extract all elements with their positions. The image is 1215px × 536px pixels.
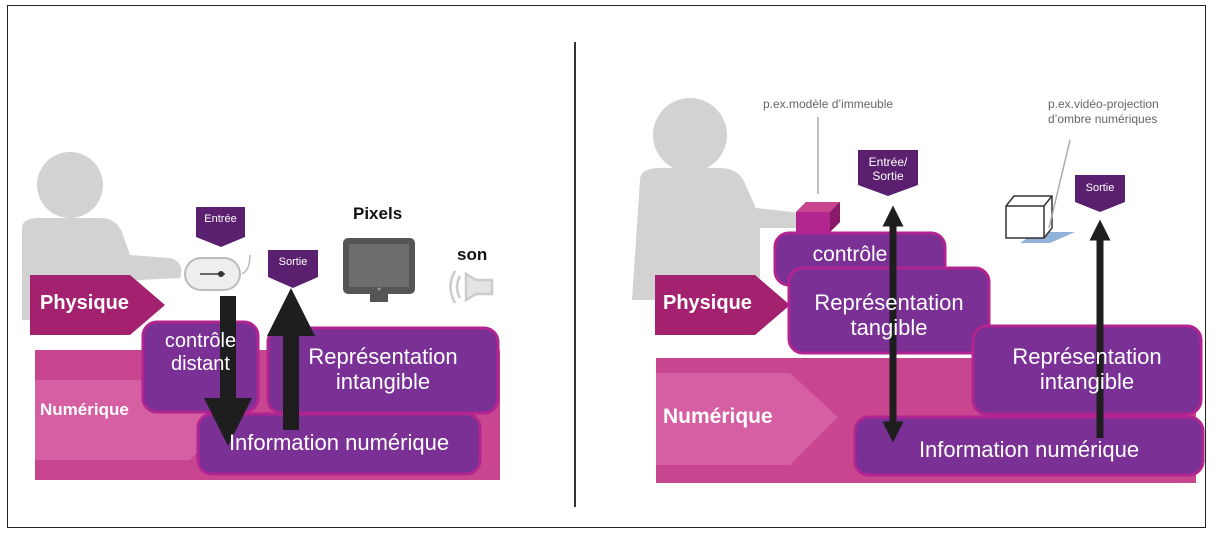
sortie-label-right: Sortie xyxy=(1085,182,1115,194)
note-projection: p.ex.vidéo-projection d’ombre numériques xyxy=(1048,97,1159,127)
physique-label-right: Physique xyxy=(663,292,752,314)
information-numerique-text-right: Information numérique xyxy=(918,437,1140,462)
representation-tangible-line1: Représentation xyxy=(814,290,964,315)
speaker-icon xyxy=(449,270,494,304)
representation-intangible-text-left: Représentation intangible xyxy=(268,344,498,395)
entree-sortie-tag xyxy=(858,150,918,196)
note-model: p.ex.modèle d’immeuble xyxy=(763,97,894,111)
information-numerique-box-left xyxy=(196,412,482,476)
entree-sortie-label: Entrée/ Sortie xyxy=(858,155,918,184)
representation-intangible-left-line2: intangible xyxy=(335,369,431,395)
sortie-tag-left xyxy=(268,250,318,288)
note-projection-line2: d’ombre numériques xyxy=(1048,112,1158,126)
representation-tangible-text: Représentation tangible xyxy=(789,290,989,341)
representation-intangible-left-line1: Représentation xyxy=(308,344,458,369)
controle-distant-line2: distant xyxy=(171,353,230,375)
monitor-icon xyxy=(343,238,415,302)
panel-divider xyxy=(574,42,576,507)
physique-arrow-right xyxy=(655,275,790,335)
numerique-label-right: Numérique xyxy=(663,405,773,428)
entree-sortie-line2: Sortie xyxy=(872,169,904,184)
sortie-tag-right xyxy=(1075,175,1125,212)
entree-sortie-line1: Entrée/ xyxy=(868,155,908,169)
entree-label-left: Entrée xyxy=(204,213,237,225)
information-numerique-text-left: Information numérique xyxy=(228,430,450,455)
representation-intangible-text-right: Représentation intangible xyxy=(973,344,1201,395)
son-label: son xyxy=(457,245,488,264)
note-projection-leader xyxy=(1048,139,1071,229)
controle-distant-text: contrôle distant xyxy=(143,330,258,376)
sortie-label-left: Sortie xyxy=(278,256,308,268)
representation-intangible-right-line2: intangible xyxy=(1039,369,1135,395)
physique-arrow-left xyxy=(30,275,165,335)
information-numerique-box-right xyxy=(853,415,1205,477)
physique-label-left: Physique xyxy=(40,292,129,314)
projection-cube-icon xyxy=(1005,195,1075,243)
representation-intangible-right-line1: Représentation xyxy=(1012,344,1162,369)
person-figure-right xyxy=(632,98,805,300)
controle-text: contrôle xyxy=(812,243,888,266)
representation-tangible-line2: tangible xyxy=(850,315,928,341)
pixels-label: Pixels xyxy=(353,204,403,223)
building-model-icon xyxy=(796,202,840,232)
controle-distant-line1: contrôle xyxy=(164,330,237,352)
numerique-label-left: Numérique xyxy=(40,400,129,419)
note-projection-line1: p.ex.vidéo-projection xyxy=(1048,97,1159,111)
representation-intangible-box-right xyxy=(971,324,1203,416)
entree-tag-left xyxy=(196,207,245,247)
mouse-icon xyxy=(184,254,251,291)
